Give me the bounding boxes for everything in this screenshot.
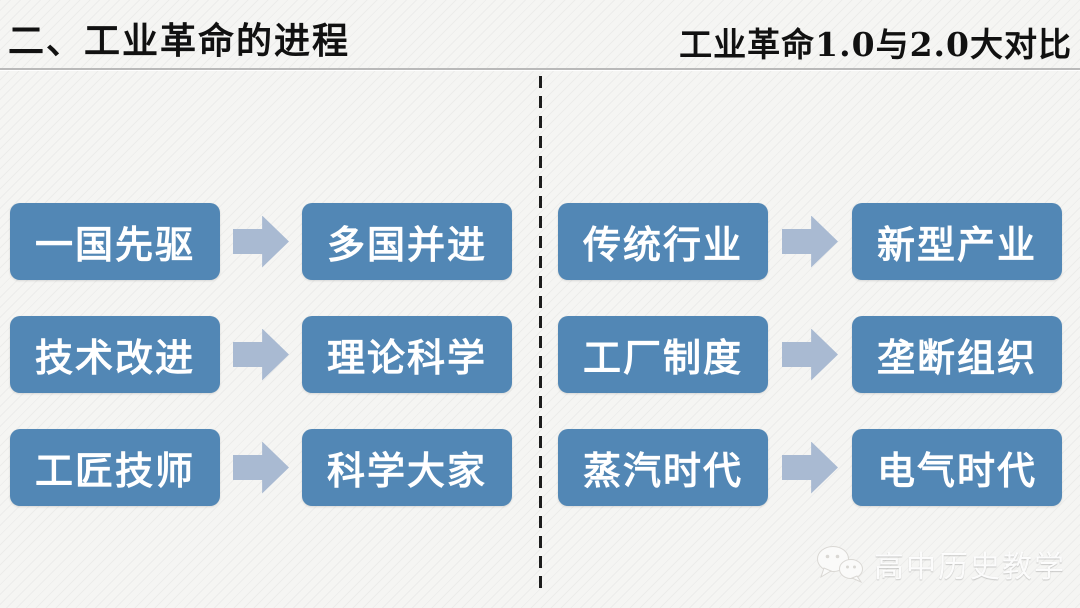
- watermark-label: 高中历史教学: [874, 551, 1066, 584]
- header-divider-line: [0, 68, 1080, 70]
- flow-row: 传统行业 新型产业: [558, 203, 1062, 280]
- flow-row: 技术改进 理论科学: [10, 316, 512, 393]
- arrow-right-icon: [233, 441, 289, 494]
- arrow-right-icon: [782, 215, 838, 268]
- flow-box-target: 科学大家: [302, 429, 512, 506]
- header: 二、工业革命的进程 工业革命1.0与2.0大对比: [0, 0, 1080, 70]
- flow-row: 蒸汽时代 电气时代: [558, 429, 1062, 506]
- arrow-right-icon: [782, 328, 838, 381]
- watermark: 高中历史教学: [816, 542, 1066, 586]
- panel-right: 传统行业 新型产业 工厂制度 垄断组织 蒸汽时代 电气时代: [558, 203, 1062, 542]
- flow-box-target: 多国并进: [302, 203, 512, 280]
- flow-box-target: 理论科学: [302, 316, 512, 393]
- flow-row: 一国先驱 多国并进: [10, 203, 512, 280]
- flow-row: 工厂制度 垄断组织: [558, 316, 1062, 393]
- panel-left: 一国先驱 多国并进 技术改进 理论科学 工匠技师 科学大家: [10, 203, 512, 542]
- page-title: 二、工业革命的进程: [8, 20, 351, 61]
- flow-box-target: 新型产业: [852, 203, 1062, 280]
- flow-box-target: 电气时代: [852, 429, 1062, 506]
- flow-box-source: 技术改进: [10, 316, 220, 393]
- arrow-right-icon: [233, 215, 289, 268]
- flow-box-target: 垄断组织: [852, 316, 1062, 393]
- wechat-icon: [817, 546, 863, 584]
- flow-box-source: 工厂制度: [558, 316, 768, 393]
- flow-box-source: 传统行业: [558, 203, 768, 280]
- vertical-dashed-divider: [539, 76, 542, 595]
- flow-box-source: 一国先驱: [10, 203, 220, 280]
- flow-box-source: 工匠技师: [10, 429, 220, 506]
- arrow-right-icon: [782, 441, 838, 494]
- subtitle: 工业革命1.0与2.0大对比: [679, 25, 1072, 64]
- arrow-right-icon: [233, 328, 289, 381]
- flow-row: 工匠技师 科学大家: [10, 429, 512, 506]
- flow-box-source: 蒸汽时代: [558, 429, 768, 506]
